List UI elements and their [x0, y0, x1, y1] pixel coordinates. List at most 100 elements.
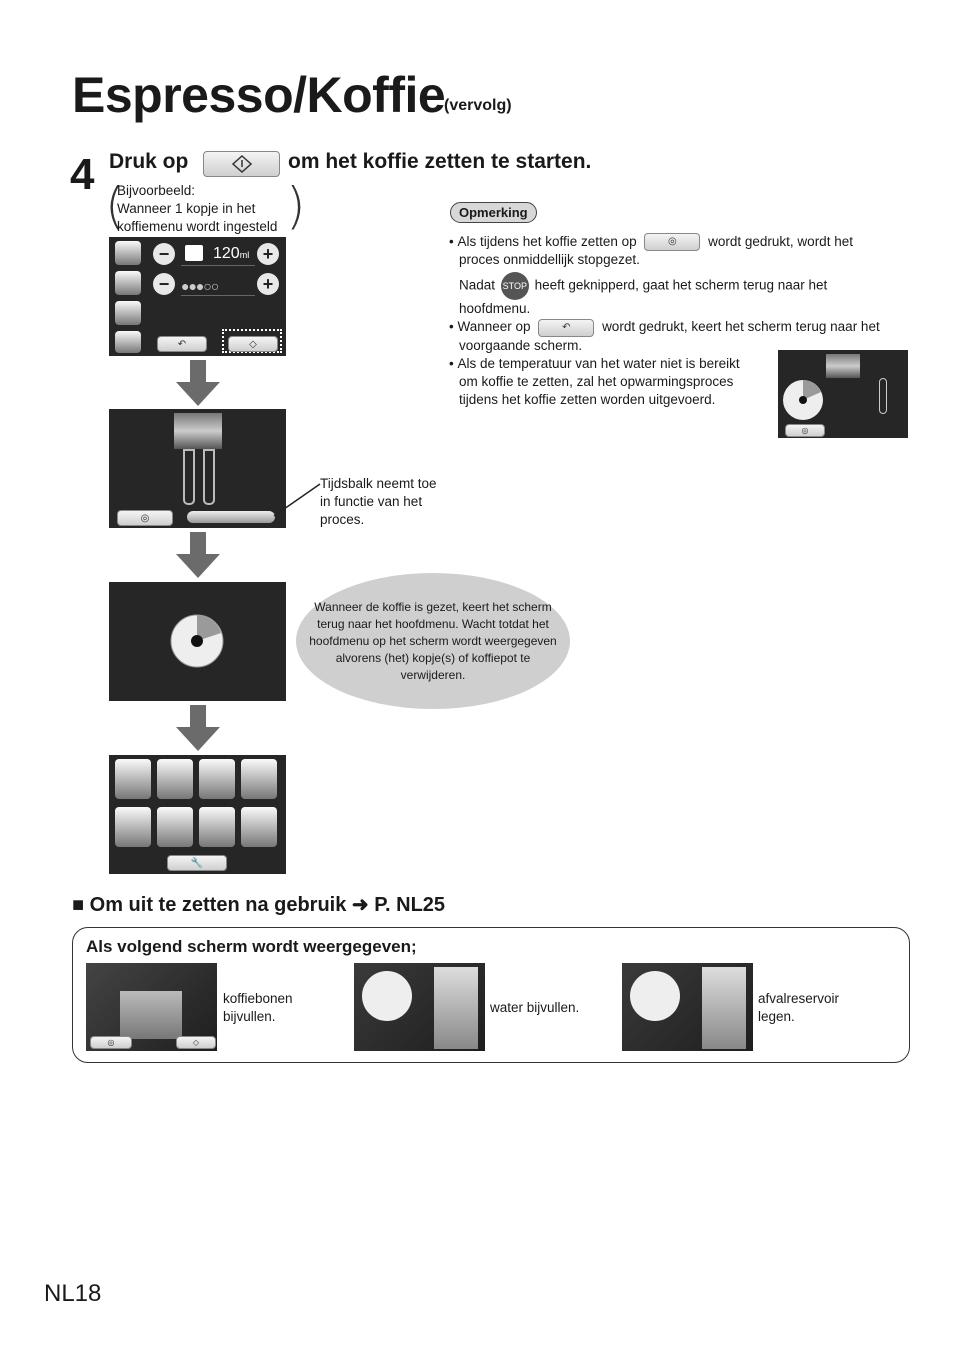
spout-icon	[826, 354, 860, 378]
water-tank-icon	[362, 971, 412, 1021]
example-line: Bijvoorbeeld:	[117, 183, 196, 198]
stop-icon: ◎	[785, 424, 825, 437]
milk-jug-icon	[157, 807, 193, 847]
start-highlight	[222, 329, 282, 353]
bean-hopper-icon	[120, 991, 182, 1039]
machine-icon	[702, 967, 746, 1049]
caption-waste: afvalreservoir legen.	[758, 990, 839, 1026]
machine-icon	[434, 967, 478, 1049]
arrow-down-icon	[176, 532, 220, 578]
start-icon	[231, 155, 252, 173]
note-bullet-1: • Als tijdens het koffie zetten op ◎ wor…	[449, 233, 919, 409]
mug-icon	[115, 331, 141, 353]
note-line: Nadat STOP heeft geknipperd, gaat het sc…	[449, 272, 919, 301]
divider	[181, 295, 255, 296]
callout-line	[273, 483, 321, 517]
brewing-screen: ◎	[109, 409, 286, 528]
step-text-before: Druk op	[109, 150, 189, 173]
start-icon: ◇	[176, 1036, 216, 1049]
refill-beans-screen: ◎ ◇	[86, 963, 217, 1051]
callout-line-text: proces.	[320, 512, 365, 527]
note-text: wordt gedrukt, keert het scherm terug na…	[602, 319, 880, 335]
caption-line: koffiebonen	[223, 991, 293, 1006]
square-bullet-icon: ■	[72, 894, 85, 916]
progress-dial-icon	[783, 380, 823, 420]
volume-unit: ml	[239, 250, 250, 260]
note-line: hoofdmenu.	[459, 301, 531, 317]
memory-icon	[241, 807, 277, 847]
spout-tube	[203, 449, 215, 505]
caption-line: legen.	[758, 1009, 795, 1024]
note-text: wordt gedrukt, wordt het	[708, 234, 853, 249]
caption-line: water bijvullen.	[490, 1000, 580, 1015]
info-bubble: Wanneer de koffie is gezet, keert het sc…	[296, 573, 570, 709]
page-number: NL18	[44, 1280, 102, 1307]
cup-size-icon	[185, 245, 203, 261]
divider	[181, 265, 255, 266]
bubble-text: Wanneer de koffie is gezet, keert het sc…	[309, 599, 557, 682]
example-text: Bijvoorbeeld: Wanneer 1 kopje in het kof…	[117, 182, 277, 236]
progress-dial-icon	[170, 614, 224, 668]
section-title: Om uit te zetten na gebruik	[89, 894, 347, 916]
note-text: Nadat	[459, 278, 496, 293]
plus-icon: +	[257, 273, 279, 295]
heating-screen: ◎	[778, 350, 908, 438]
note-line: om koffie te zetten, zal het opwarmingsp…	[459, 373, 734, 389]
section-ref[interactable]: P. NL25	[374, 894, 446, 916]
volume-value: 120ml	[213, 245, 249, 263]
note-text: Wanneer op	[457, 319, 531, 335]
note-line: proces onmiddellijk stopgezet.	[459, 252, 640, 268]
note-badge: Opmerking	[450, 202, 537, 223]
page-title: Espresso/Koffie	[72, 67, 446, 123]
note-line: tijdens het koffie zetten worden uitgevo…	[459, 391, 716, 407]
caption-water: water bijvullen.	[490, 999, 579, 1017]
milk-icon	[115, 807, 151, 847]
minus-icon: −	[153, 273, 175, 295]
stop-sign-icon: STOP	[500, 272, 529, 301]
start-icon: ◇	[228, 336, 278, 352]
pot-icon	[115, 301, 141, 325]
frame-title: Als volgend scherm wordt weergegeven;	[86, 937, 417, 956]
arrow-down-icon	[176, 360, 220, 406]
page-title-suffix: (vervolg)	[444, 97, 512, 114]
note-line: voorgaande scherm.	[459, 337, 583, 353]
volume-number: 120	[213, 245, 240, 262]
cappuccino-icon	[199, 759, 235, 799]
arrow-right-icon: ➜	[351, 894, 369, 916]
spoon-icon	[199, 807, 235, 847]
note-text: Als tijdens het koffie zetten op	[457, 234, 637, 249]
paren-right: )	[286, 177, 306, 235]
example-line: koffiemenu wordt ingesteld	[117, 219, 278, 234]
progress-callout: Tijdsbalk neemt toe in functie van het p…	[320, 475, 437, 529]
strength-beans-icon: ●●●○○	[181, 278, 219, 294]
section-heading: ■ Om uit te zetten na gebruik ➜ P. NL25	[72, 892, 445, 917]
callout-line-text: in functie van het	[320, 494, 423, 509]
example-line: Wanneer 1 kopje in het	[117, 201, 256, 216]
minus-icon: −	[153, 243, 175, 265]
stop-icon: ◎	[117, 510, 173, 526]
refill-water-screen	[354, 963, 485, 1051]
spout-icon	[174, 413, 222, 449]
stop-button-icon: ◎	[644, 233, 701, 252]
back-icon: ↶	[157, 336, 207, 352]
empty-waste-screen	[622, 963, 753, 1051]
thermometer-icon	[879, 378, 887, 414]
espresso-icon	[115, 759, 151, 799]
arrow-down-icon	[176, 705, 220, 751]
note-line: • Als tijdens het koffie zetten op ◎ wor…	[449, 233, 919, 252]
progress-bar	[187, 511, 275, 523]
stop-icon: ◎	[90, 1036, 132, 1049]
waste-container-icon	[630, 971, 680, 1021]
settings-screen: − 120ml + − ●●●○○ + ↶ ◇	[109, 237, 286, 356]
spout-tube	[183, 449, 195, 505]
latte-icon	[241, 759, 277, 799]
note-line: • Wanneer op ↶ wordt gedrukt, keert het …	[449, 318, 919, 337]
note-text: Als de temperatuur van het water niet is…	[457, 355, 740, 371]
coffee-icon	[157, 759, 193, 799]
warning-frame	[72, 927, 910, 1063]
two-cups-icon	[115, 271, 141, 295]
step-text-after: om het koffie zetten te starten.	[288, 150, 592, 173]
back-button-icon: ↶	[538, 318, 595, 337]
note-line: • Als de temperatuur van het water niet …	[449, 355, 740, 371]
cup-icon	[115, 241, 141, 265]
